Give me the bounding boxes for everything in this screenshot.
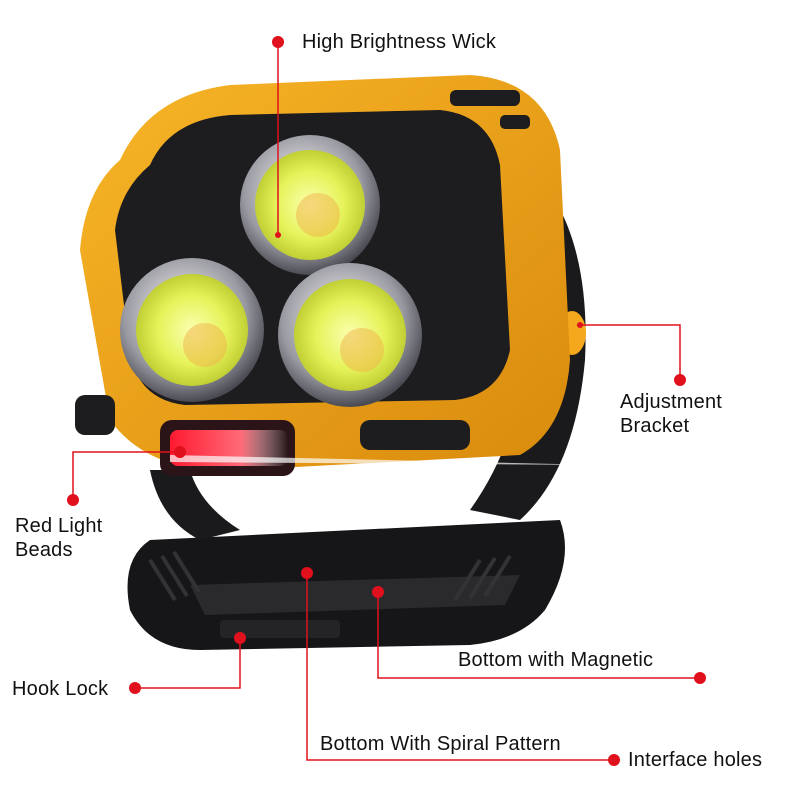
hook-lock-slot [220, 620, 340, 638]
label-hook-lock: Hook Lock [12, 678, 109, 700]
led-lens-right [278, 263, 422, 407]
label-high-brightness-wick: High Brightness Wick [302, 31, 497, 53]
base-stand [127, 520, 565, 650]
label-red-light-beads: Red Light Beads [15, 515, 103, 561]
callout-lines [72, 42, 700, 761]
label-adjustment-bracket: Adjustment Bracket [620, 391, 723, 437]
label-bottom-with-spiral-pattern: Bottom With Spiral Pattern [320, 733, 561, 755]
red-light-beads [160, 420, 600, 476]
spiral-pattern [148, 550, 512, 602]
label-bottom-with-magnetic: Bottom with Magnetic [458, 649, 654, 671]
callout-dots [67, 36, 706, 766]
side-grip [75, 90, 530, 450]
led-lens-left [120, 258, 264, 402]
label-interface-holes: Interface holes [628, 749, 763, 771]
led-lens-top [240, 135, 380, 275]
